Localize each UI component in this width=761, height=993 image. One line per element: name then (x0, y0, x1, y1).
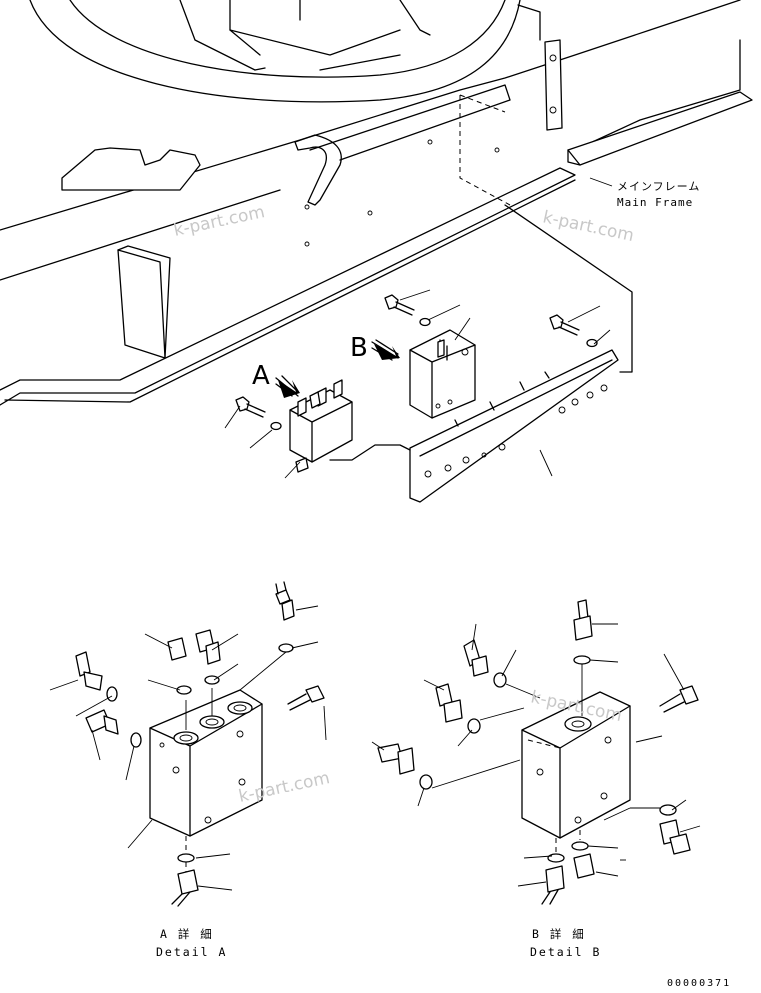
detail-b-fittings (377, 599, 699, 905)
detail-b-block (521, 691, 631, 839)
detail-a-leaders (49, 605, 327, 891)
watermark: k-part.com (541, 207, 636, 246)
detail-a-fittings (75, 581, 325, 907)
drawing-number: 00000371 (667, 978, 731, 989)
view-label-a: A (252, 361, 270, 391)
detail-a-block (149, 689, 263, 837)
main-frame-label-en: Main Frame (617, 196, 693, 209)
mounting-plate (409, 349, 619, 503)
detail-b-caption-jp: B 詳 細 (532, 927, 586, 941)
detail-a-caption-jp: A 詳 細 (160, 927, 214, 941)
swing-circle (29, 0, 521, 103)
valve-block-a (289, 379, 411, 473)
detail-b-leaders (371, 623, 701, 887)
detail-a-caption-en: Detail A (156, 945, 227, 959)
main-frame-label-jp: メインフレーム (617, 180, 700, 193)
bolts-top (235, 294, 598, 431)
watermark: k-part.com (172, 202, 267, 241)
main-frame (0, 0, 753, 406)
detail-b-caption-en: Detail B (530, 945, 601, 959)
view-arrow-b (371, 339, 400, 361)
valve-block-b (409, 329, 476, 419)
leader-lines-top (224, 177, 613, 479)
view-arrow-a (275, 375, 300, 398)
view-label-b: B (350, 333, 368, 363)
